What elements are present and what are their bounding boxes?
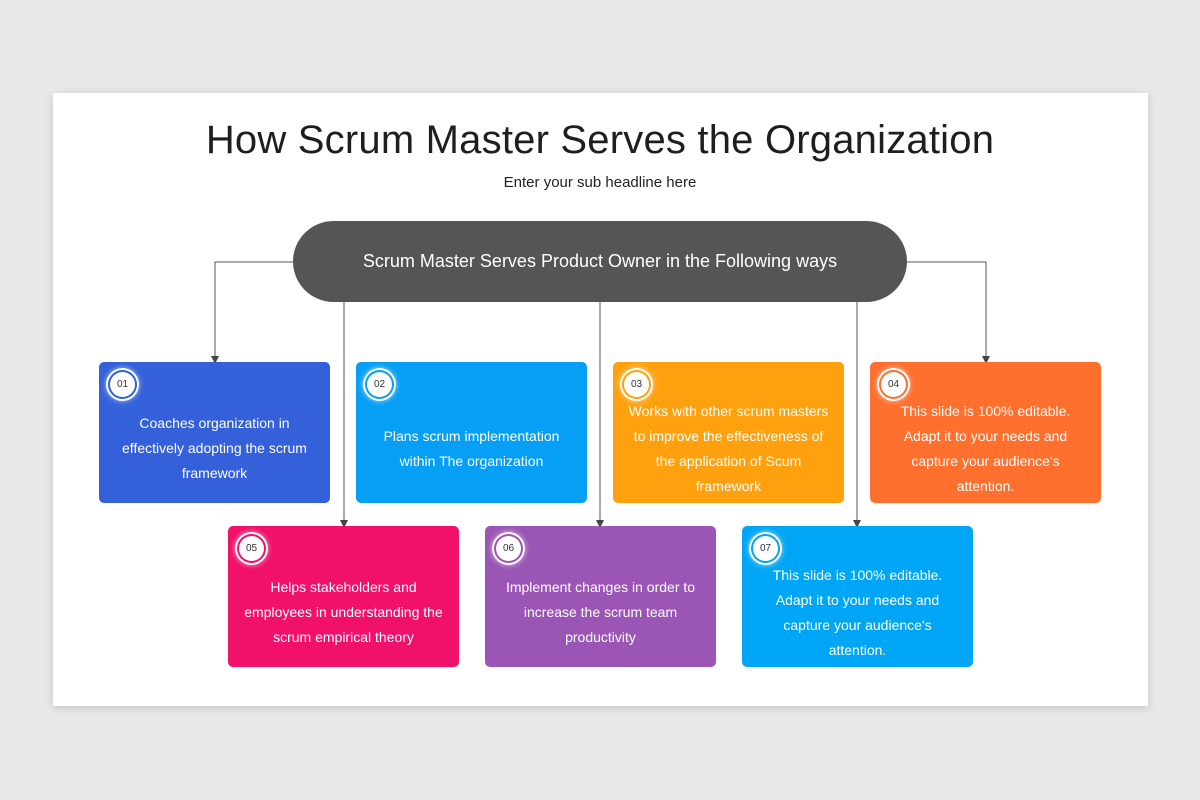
card-01: 01 Coaches organization in effectively a… (99, 362, 330, 503)
card-text-content: Works with other scrum masters to improv… (628, 402, 829, 494)
card-number-badge: 05 (239, 536, 264, 561)
card-text: Plans scrum implementation within The or… (370, 400, 573, 497)
connector-to-card-01 (211, 261, 293, 364)
card-number-badge: 02 (367, 372, 392, 397)
card-number-badge: 01 (110, 372, 135, 397)
card-number-badge: 07 (753, 536, 778, 561)
card-text-content: Plans scrum implementation within The or… (383, 427, 560, 469)
central-banner: Scrum Master Serves Product Owner in the… (293, 221, 907, 302)
card-02: 02 Plans scrum implementation within The… (356, 362, 587, 503)
card-text-content: Coaches organization in effectively adop… (122, 415, 307, 481)
card-text-content: This slide is 100% editable. Adapt it to… (900, 402, 1071, 494)
connector-to-card-04 (907, 261, 990, 364)
central-banner-text: Scrum Master Serves Product Owner in the… (362, 251, 838, 271)
card-number-badge: 04 (881, 372, 906, 397)
card-number-badge: 03 (624, 372, 649, 397)
card-text-content: Helps stakeholders and employees in unde… (244, 579, 443, 645)
card-text-content: Implement changes in order to increase t… (505, 579, 696, 645)
card-number-badge: 06 (496, 536, 521, 561)
card-text: Works with other scrum masters to improv… (627, 400, 830, 497)
slide-title: How Scrum Master Serves the Organization (205, 118, 995, 162)
card-05: 05 Helps stakeholders and employees in u… (228, 526, 459, 667)
card-03: 03 Works with other scrum masters to imp… (613, 362, 844, 503)
card-text: This slide is 100% editable. Adapt it to… (756, 564, 959, 661)
card-text: Implement changes in order to increase t… (499, 564, 702, 661)
slide-subtitle: Enter your sub headline here (503, 174, 697, 191)
card-text-content: This slide is 100% editable. Adapt it to… (772, 566, 943, 658)
card-text: This slide is 100% editable. Adapt it to… (884, 400, 1087, 497)
card-04: 04 This slide is 100% editable. Adapt it… (870, 362, 1101, 503)
card-07: 07 This slide is 100% editable. Adapt it… (742, 526, 973, 667)
card-06: 06 Implement changes in order to increas… (485, 526, 716, 667)
card-text: Coaches organization in effectively adop… (113, 400, 316, 497)
card-text: Helps stakeholders and employees in unde… (242, 564, 445, 661)
